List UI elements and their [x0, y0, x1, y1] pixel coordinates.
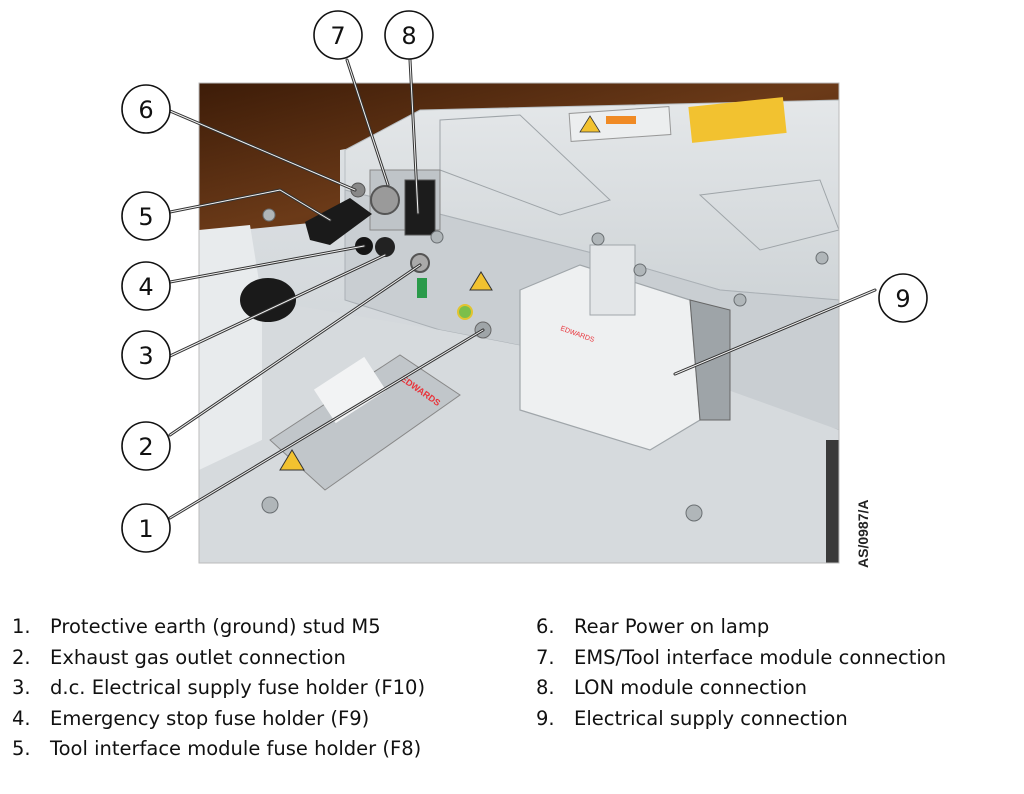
legend-left: 1. Protective earth (ground) stud M5 2. Ex…: [12, 612, 425, 765]
legend-text: Exhaust gas outlet connection: [50, 645, 346, 669]
legend-text: EMS/Tool interface module connection: [574, 645, 947, 669]
legend-item: 7. EMS/Tool interface module connection: [536, 643, 946, 674]
legend-item: 8. LON module connection: [536, 673, 946, 704]
svg-text:3: 3: [138, 342, 153, 370]
legend-item: 1. Protective earth (ground) stud M5: [12, 612, 425, 643]
legend-text: Tool interface module fuse holder (F8): [50, 737, 422, 760]
callout-3: 3: [121, 330, 171, 380]
left-housing: [199, 225, 262, 470]
legend-item: 3. d.c. Electrical supply fuse holder (F1…: [12, 673, 425, 704]
svg-text:7: 7: [330, 22, 345, 50]
rear-power-lamp: [350, 182, 366, 198]
callout-4: 4: [121, 261, 171, 311]
legend-right: 6. Rear Power on lamp 7. EMS/Tool interfac…: [536, 612, 946, 734]
legend-number: 9.: [536, 706, 555, 730]
legend-item: 4. Emergency stop fuse holder (F9): [12, 704, 425, 735]
callout-7: 7: [313, 10, 363, 60]
legend-text: LON module connection: [574, 676, 808, 699]
legend-text: Protective earth (ground) stud M5: [50, 615, 381, 638]
svg-text:6: 6: [138, 96, 153, 124]
legend-item: 5. Tool interface module fuse holder (F8): [12, 734, 425, 765]
callout-2: 2: [121, 421, 171, 471]
svg-text:4: 4: [138, 273, 153, 301]
legend-item: 6. Rear Power on lamp: [536, 612, 946, 643]
legend-number: 5.: [12, 737, 31, 760]
legend-text: Electrical supply connection: [574, 706, 848, 730]
svg-text:5: 5: [138, 203, 153, 231]
legend-number: 6.: [536, 615, 555, 638]
figure-id-label: AS/0987/A: [855, 500, 871, 568]
legend-number: 8.: [536, 676, 555, 699]
legend-item: 9. Electrical supply connection: [536, 704, 946, 735]
svg-text:2: 2: [138, 433, 153, 461]
ems-connector: [370, 185, 400, 215]
legend-number: 4.: [12, 706, 31, 730]
legend-text: d.c. Electrical supply fuse holder (F10): [50, 676, 426, 699]
legend-text: Emergency stop fuse holder (F9): [50, 706, 370, 730]
photo: EDWARDS EDWARDS: [199, 83, 839, 563]
callout-9: 9: [878, 273, 928, 323]
legend-number: 7.: [536, 645, 555, 669]
tool-fuse-holder: [305, 198, 372, 245]
svg-text:8: 8: [401, 22, 416, 50]
leader-lines: [168, 58, 877, 520]
legend-number: 1.: [12, 615, 31, 638]
lon-connector: [404, 179, 436, 236]
legend-text: Rear Power on lamp: [574, 615, 770, 638]
callout-1: 1: [121, 503, 171, 553]
yellow-label: [688, 97, 787, 143]
callout-5: 5: [121, 191, 171, 241]
wood-background: [199, 83, 839, 240]
svg-text:9: 9: [895, 285, 910, 313]
svg-text:1: 1: [138, 515, 153, 543]
callout-6: 6: [121, 84, 171, 134]
legend-item: 2. Exhaust gas outlet connection: [12, 643, 425, 674]
callout-8: 8: [384, 10, 434, 60]
screws: [261, 208, 829, 522]
legend-number: 3.: [12, 676, 31, 699]
legend-number: 2.: [12, 645, 31, 669]
equipment-photo-diagram: EDWARDS EDWARDS AS/0987/A: [121, 10, 928, 568]
dc-supply-fuse: [375, 237, 395, 257]
